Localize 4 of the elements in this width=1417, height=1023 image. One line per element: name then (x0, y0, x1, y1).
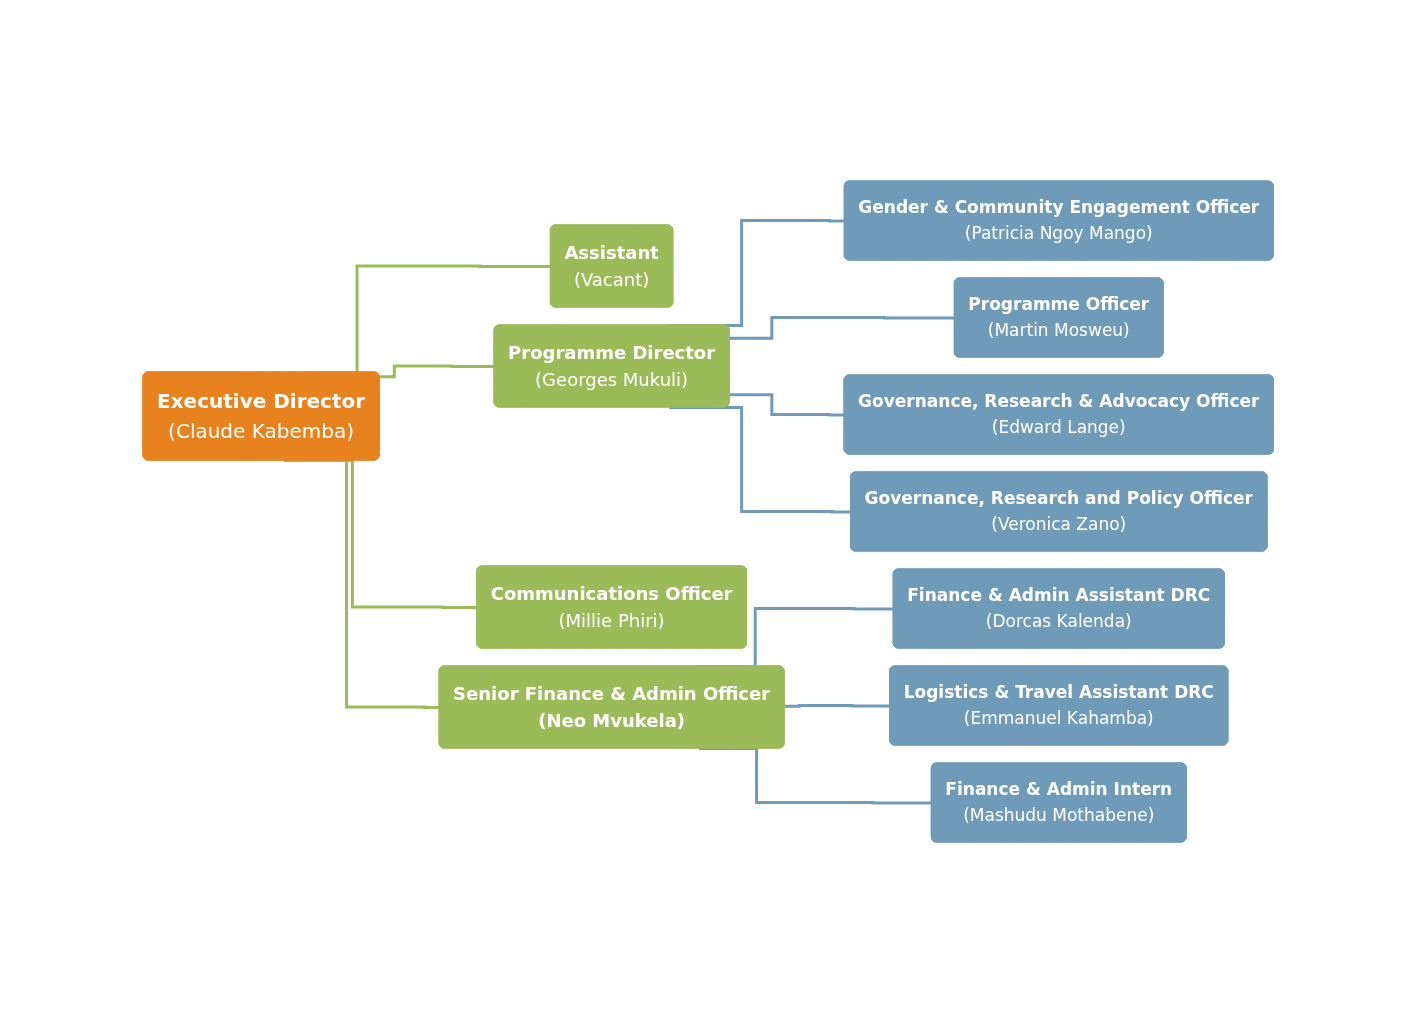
connector (729, 393, 845, 417)
connector (379, 364, 495, 379)
connector (784, 704, 891, 708)
connector (729, 316, 956, 340)
